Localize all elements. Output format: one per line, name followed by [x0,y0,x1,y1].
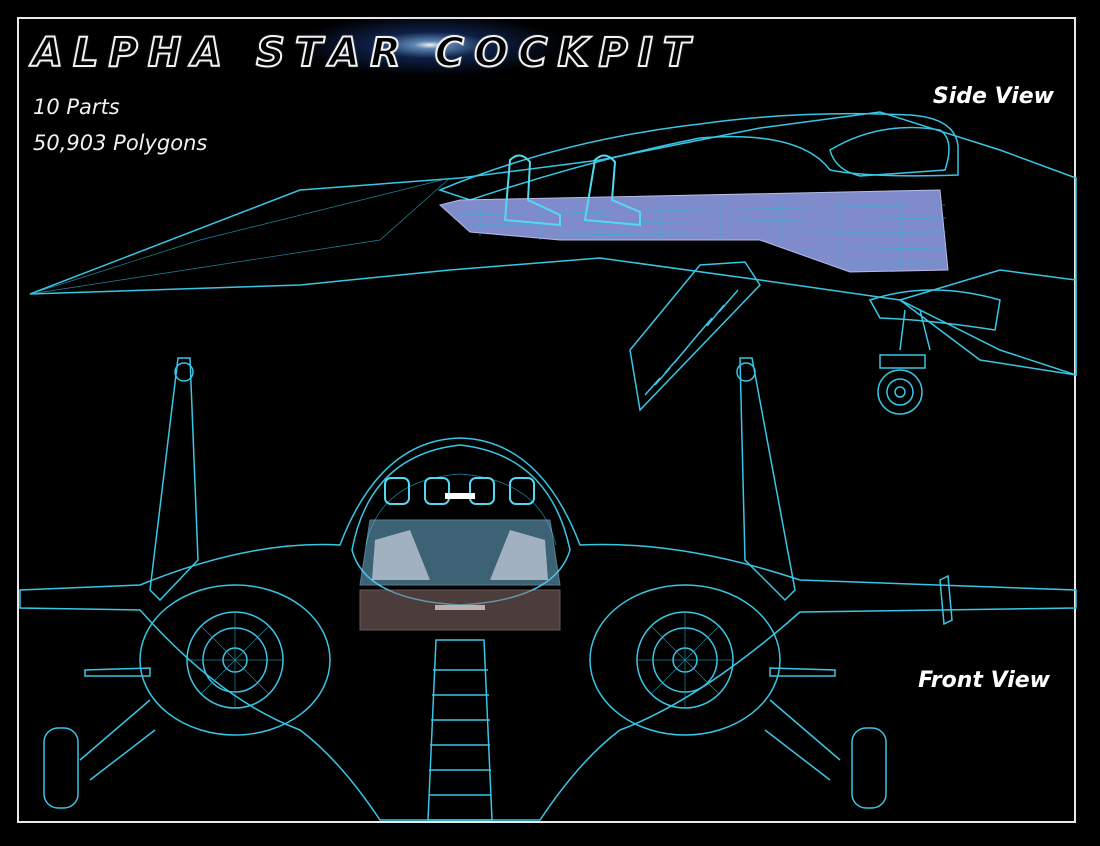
front-view-wireframe [19,357,1077,821]
side-view-label: Side View [932,84,1054,109]
left-intake [139,584,331,736]
right-intake [589,584,781,736]
parts-count: 10 Parts [33,95,120,119]
front-view-label: Front View [918,668,1050,693]
side-view-wireframe [29,111,1077,415]
canopy-instruments [359,477,561,631]
lens-flare [285,18,575,78]
polygon-count: 50,903 Polygons [33,131,208,155]
title: ALPHA STAR COCKPIT [31,29,700,77]
